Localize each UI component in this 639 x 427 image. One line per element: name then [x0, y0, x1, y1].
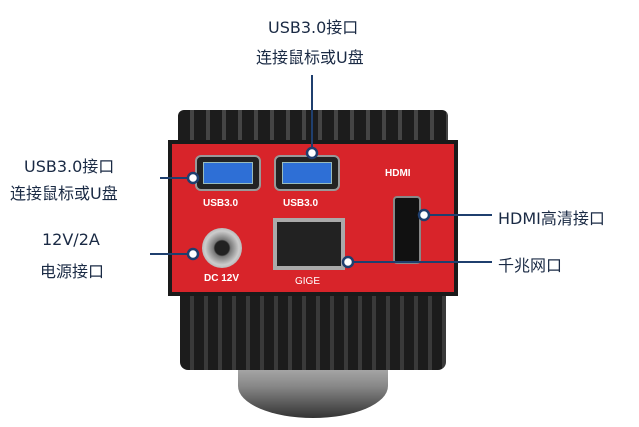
dc-jack — [202, 228, 242, 268]
hdmi-text: HDMI — [385, 168, 411, 179]
dot-power — [186, 247, 200, 261]
usb-top-label-2: 连接鼠标或U盘 — [256, 48, 364, 67]
usb-left-label-1: USB3.0接口 — [24, 157, 115, 176]
usb-left-label-2: 连接鼠标或U盘 — [10, 184, 118, 203]
usb-port-2 — [274, 155, 340, 191]
hdmi-port — [393, 196, 421, 264]
dot-gige — [341, 255, 355, 269]
hdmi-label: HDMI高清接口 — [498, 209, 605, 228]
usb1-text: USB3.0 — [203, 198, 239, 209]
usb-top-label-1: USB3.0接口 — [268, 18, 359, 37]
power-label-2: 电源接口 — [40, 262, 105, 281]
gige-text: GIGE — [295, 276, 321, 287]
dc-text: DC 12V — [204, 273, 240, 284]
dot-hdmi — [417, 208, 431, 222]
heatsink-bottom — [180, 292, 446, 370]
dot-usb-left — [186, 171, 200, 185]
ethernet-port — [273, 218, 345, 270]
dot-usb-top — [305, 146, 319, 160]
power-label-1: 12V/2A — [42, 230, 100, 249]
gige-label: 千兆网口 — [498, 256, 563, 275]
usb2-text: USB3.0 — [283, 198, 319, 209]
